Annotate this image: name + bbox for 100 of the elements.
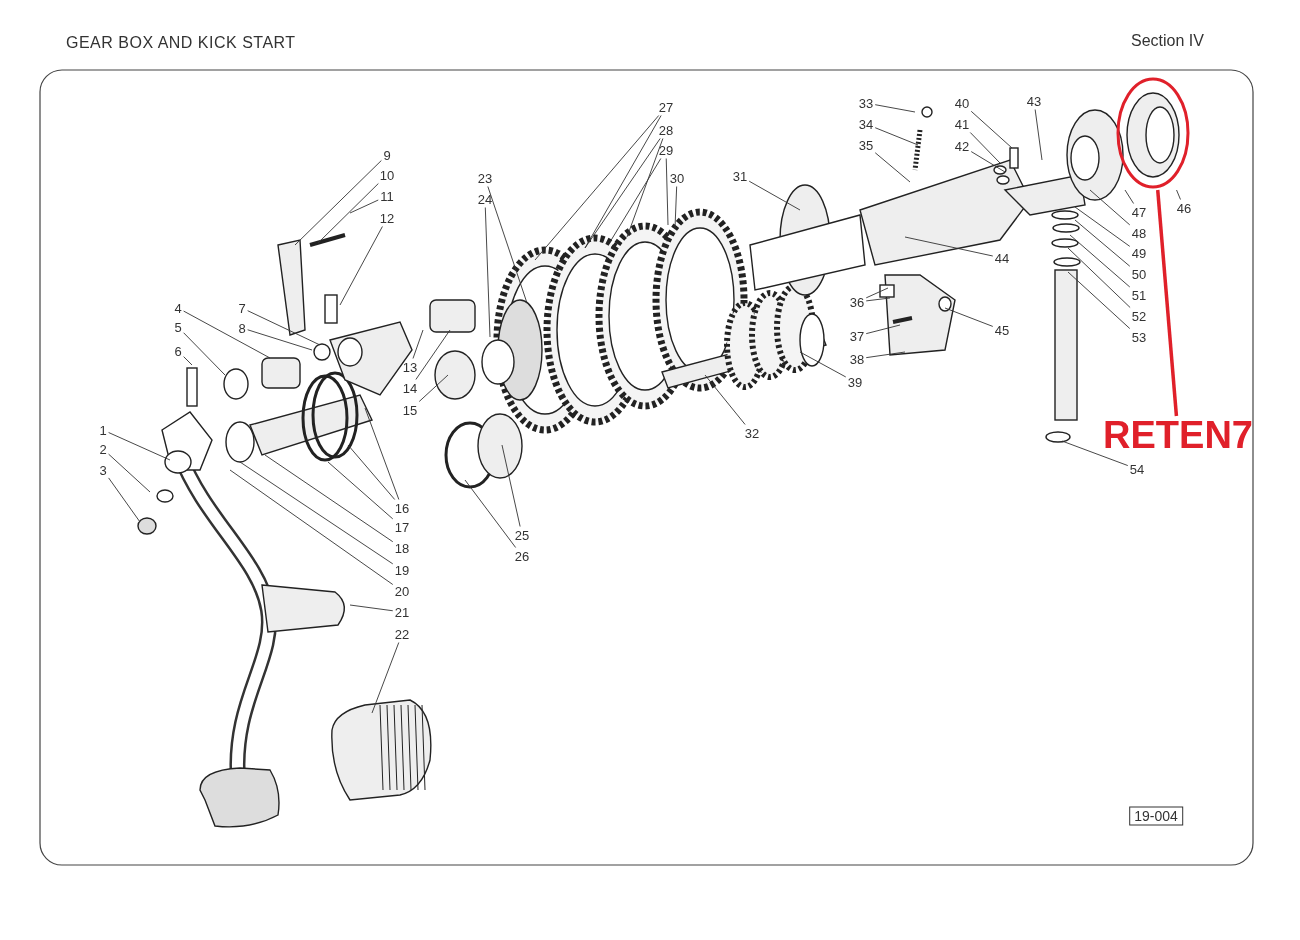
leader-line (349, 199, 379, 214)
leader-line (229, 469, 394, 585)
callout-number: 16 (393, 500, 411, 516)
leader-line (327, 461, 394, 520)
leader-line (970, 151, 1006, 173)
leader-line (501, 444, 521, 527)
callout-number: 45 (993, 322, 1011, 338)
leader-line (665, 158, 669, 226)
section-label: Section IV (1131, 32, 1204, 50)
callout-number: 13 (401, 359, 419, 375)
callout-number: 5 (173, 319, 183, 335)
leader-line (865, 287, 889, 299)
leader-line (108, 477, 141, 523)
leader-line (874, 152, 911, 183)
leader-line (874, 104, 916, 113)
callout-number: 10 (378, 167, 396, 183)
callout-number: 28 (657, 122, 675, 138)
leader-line (418, 374, 449, 402)
leader-line (183, 310, 271, 359)
callout-number: 14 (401, 380, 419, 396)
leader-line (247, 329, 313, 351)
leader-line (534, 115, 660, 261)
leader-line (1074, 206, 1131, 247)
callout-number: 44 (993, 250, 1011, 266)
callout-number: 40 (953, 95, 971, 111)
callout-number: 25 (513, 527, 531, 543)
leader-line (626, 138, 664, 238)
leader-line (371, 642, 400, 714)
callout-number: 50 (1130, 266, 1148, 282)
callout-number: 15 (401, 402, 419, 418)
leader-line (487, 186, 528, 304)
callout-number: 7 (237, 300, 247, 316)
leader-line (799, 351, 847, 378)
leader-line (584, 138, 661, 249)
callout-number: 8 (237, 320, 247, 336)
callout-number: 3 (98, 462, 108, 478)
leader-line (349, 604, 394, 612)
callout-number: 34 (857, 116, 875, 132)
callout-number: 1 (98, 422, 108, 438)
callout-number: 37 (848, 328, 866, 344)
callout-number: 9 (382, 147, 392, 163)
callout-number: 49 (1130, 245, 1148, 261)
callout-number: 23 (476, 170, 494, 186)
annotation-text: RETEN7 (1102, 417, 1254, 453)
leader-line (970, 110, 1013, 149)
leader-line (609, 158, 662, 243)
leader-line (904, 236, 994, 257)
annotation-line (1176, 189, 1181, 200)
callout-number: 39 (846, 374, 864, 390)
leader-line (339, 226, 383, 306)
leader-line (412, 329, 424, 359)
leader-line (704, 374, 746, 425)
callout-number: 47 (1130, 204, 1148, 220)
callout-number: 20 (393, 583, 411, 599)
callout-number: 24 (476, 191, 494, 207)
leader-line (1067, 271, 1131, 329)
leader-line (317, 183, 379, 244)
leader-line (108, 432, 171, 461)
highlight-ellipse (1116, 77, 1190, 189)
callout-number: 43 (1025, 93, 1043, 109)
leader-line (1089, 189, 1131, 226)
callout-number: 41 (953, 116, 971, 132)
callout-number: 4 (173, 300, 183, 316)
page-title: GEAR BOX AND KICK START (66, 34, 296, 52)
leader-line (1069, 234, 1131, 288)
callout-number: 12 (378, 210, 396, 226)
callout-number: 46 (1175, 200, 1193, 216)
callout-number: 38 (848, 351, 866, 367)
callout-number: 19 (393, 562, 411, 578)
callout-number: 29 (657, 142, 675, 158)
leader-line (1074, 219, 1131, 267)
leader-line (347, 444, 396, 500)
callout-number: 31 (731, 168, 749, 184)
callout-number: 52 (1130, 308, 1148, 324)
callout-number: 6 (173, 343, 183, 359)
leader-line (247, 310, 321, 346)
leader-line (1061, 440, 1129, 466)
leader-line (865, 297, 891, 302)
callout-number: 32 (743, 425, 761, 441)
leader-line (239, 461, 394, 565)
callout-number: 30 (668, 170, 686, 186)
callout-number: 54 (1128, 461, 1146, 477)
leader-line (944, 307, 994, 327)
leader-line (1067, 247, 1131, 308)
leader-line (1124, 189, 1135, 204)
leader-line (874, 127, 919, 146)
annotation-line (1155, 189, 1179, 417)
leader-line (108, 453, 151, 493)
leader-line (865, 351, 906, 359)
callout-number: 42 (953, 138, 971, 154)
leader-line (1034, 109, 1043, 161)
callout-number: 17 (393, 519, 411, 535)
callout-number: 18 (393, 540, 411, 556)
callout-number: 27 (657, 99, 675, 115)
callout-number: 2 (98, 441, 108, 457)
callout-number: 53 (1130, 329, 1148, 345)
callout-number: 11 (379, 188, 395, 204)
leader-line (294, 160, 382, 246)
leader-line (464, 479, 517, 548)
callout-number: 35 (857, 137, 875, 153)
